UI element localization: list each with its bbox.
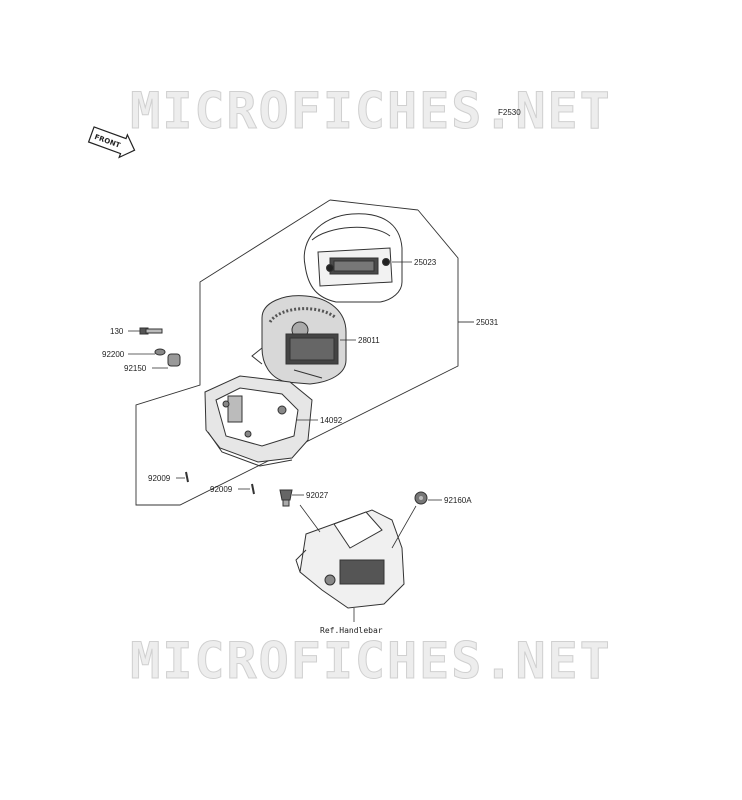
part-label-92160a: 92160A [444, 496, 472, 505]
screw-92009-right [251, 483, 255, 495]
part-label-92009-left: 92009 [148, 474, 171, 483]
meter-bracket [295, 509, 405, 609]
assembly-bracket [135, 199, 474, 506]
watermark-top: MICROFICHES.NET [130, 82, 612, 141]
figure-code: F2530 [498, 108, 521, 117]
meter-cover-25023 [303, 213, 403, 303]
part-label-92150: 92150 [124, 364, 147, 373]
part-label-92009-right: 92009 [210, 485, 233, 494]
meter-unit-28011 [251, 295, 347, 385]
reference-handlebar: Ref.Handlebar [320, 626, 383, 635]
screw-92009-left [185, 471, 189, 483]
part-label-92200: 92200 [102, 350, 125, 359]
part-label-130: 130 [110, 327, 124, 336]
washer-92200 [154, 348, 166, 356]
part-label-25023: 25023 [414, 258, 437, 267]
screw-130 [139, 327, 163, 335]
watermark-bottom: MICROFICHES.NET [130, 632, 612, 691]
front-arrow-icon: FRONT [87, 126, 136, 159]
collar-92027 [279, 489, 293, 507]
part-label-92027: 92027 [306, 491, 329, 500]
meter-case-14092 [204, 375, 313, 467]
part-label-25031: 25031 [476, 318, 499, 327]
part-label-28011: 28011 [358, 336, 380, 345]
grommet-92160a [414, 491, 428, 505]
part-label-14092: 14092 [320, 416, 343, 425]
grommet-92150 [167, 353, 181, 367]
